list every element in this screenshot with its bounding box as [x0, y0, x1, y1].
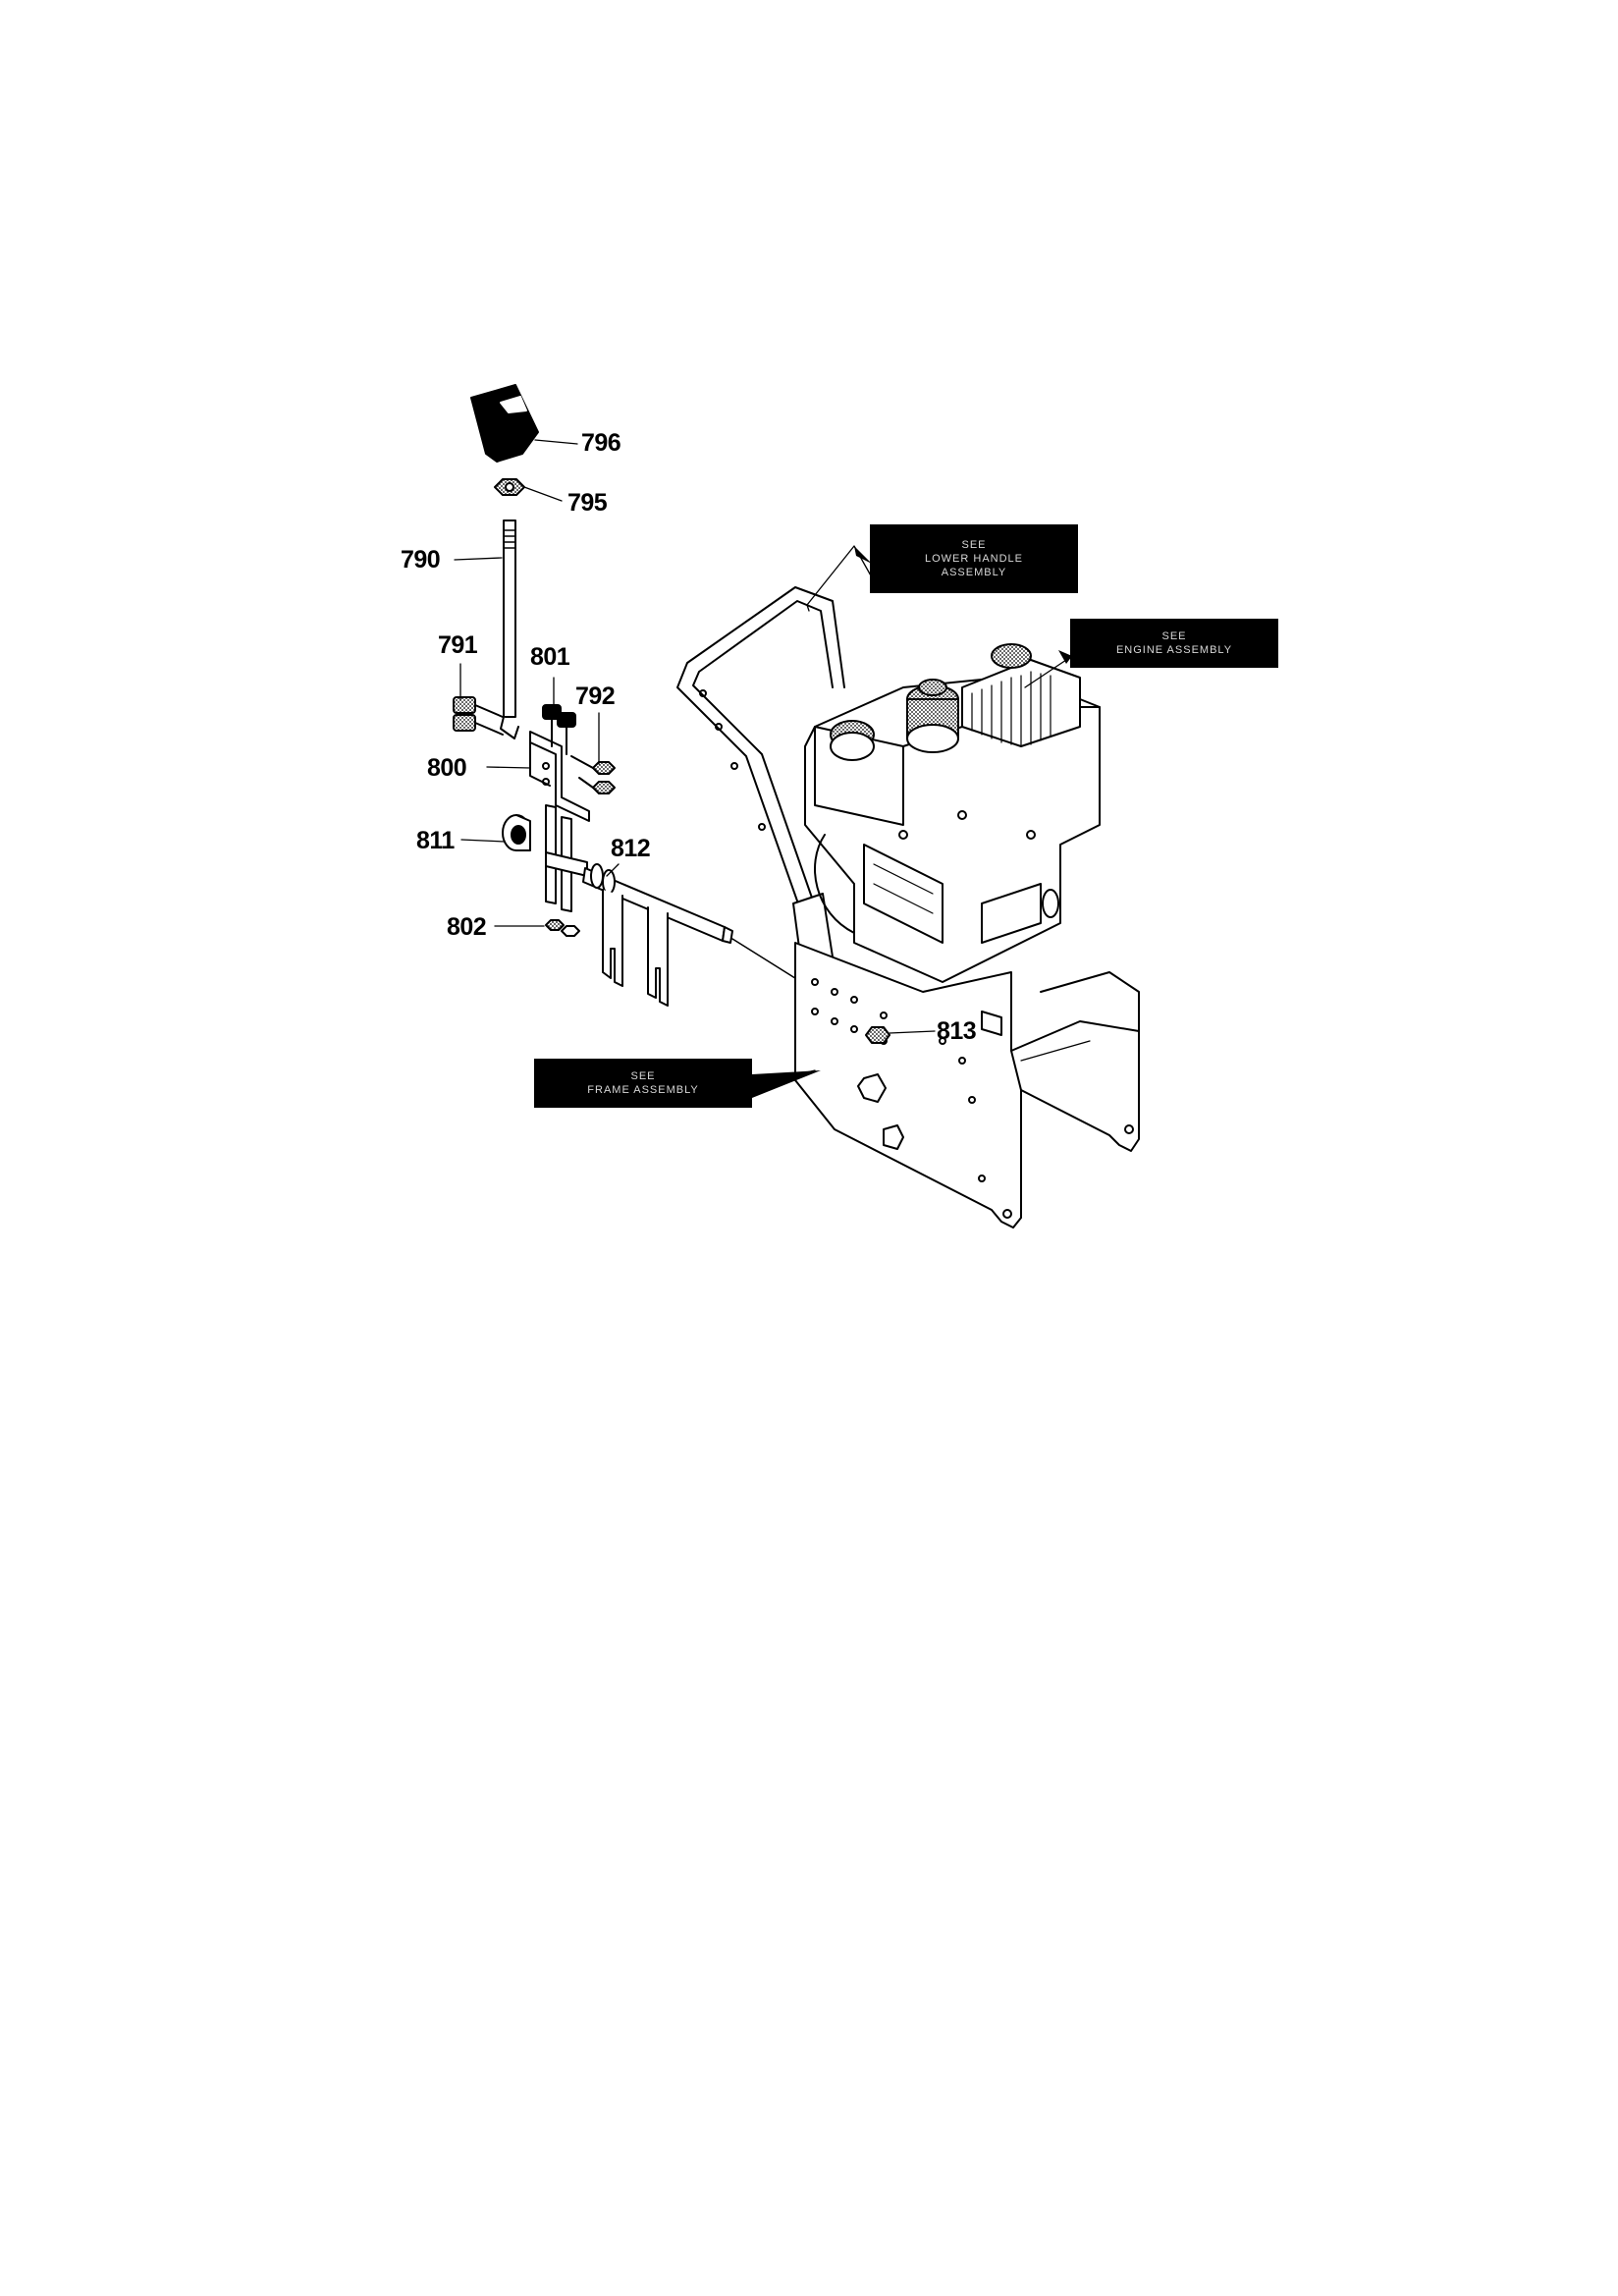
ref-engine-assembly[interactable]: SEE ENGINE ASSEMBLY [1070, 619, 1278, 668]
engine [804, 643, 1101, 983]
ref-lower-handle-assembly[interactable]: SEE LOWER HANDLE ASSEMBLY [870, 524, 1078, 593]
callout-801: 801 [530, 643, 570, 671]
shift-bracket [529, 731, 590, 822]
nuts-792 [570, 755, 616, 794]
callout-792: 792 [575, 683, 616, 710]
callout-813: 813 [937, 1017, 977, 1045]
ref-arrow-engine [1058, 650, 1072, 664]
ref-frame-line1: SEE [630, 1069, 656, 1082]
callout-796: 796 [581, 429, 621, 457]
callout-812: 812 [611, 835, 651, 862]
ref-lower-handle-line1: SEE [961, 538, 987, 551]
callout-795: 795 [567, 489, 608, 517]
shift-link [545, 804, 588, 912]
ref-engine-line1: SEE [1161, 629, 1187, 642]
ref-frame-assembly[interactable]: SEE FRAME ASSEMBLY [534, 1059, 752, 1108]
shift-rod [500, 519, 519, 739]
nuts-802 [545, 919, 580, 937]
callout-811: 811 [416, 827, 455, 854]
callout-790: 790 [401, 546, 441, 574]
callout-791: 791 [438, 631, 478, 659]
screws-801 [542, 704, 576, 755]
bushing [502, 814, 531, 851]
shift-shaft [582, 863, 733, 1007]
hex-nut [494, 478, 525, 496]
callout-802: 802 [447, 913, 487, 941]
frame [794, 942, 1140, 1229]
ref-engine-line2: ENGINE ASSEMBLY [1115, 644, 1233, 656]
shift-knob [470, 384, 539, 463]
ref-frame-line2: FRAME ASSEMBLY [587, 1084, 699, 1096]
ref-arrow-frame [752, 1070, 821, 1098]
ref-lower-handle-line3: ASSEMBLY [941, 567, 1007, 579]
callout-800: 800 [427, 754, 467, 782]
frame-nut [865, 1026, 890, 1044]
bolts-791 [453, 696, 504, 736]
ref-lower-handle-line2: LOWER HANDLE [924, 552, 1024, 565]
ref-arrow-handle [854, 546, 872, 564]
